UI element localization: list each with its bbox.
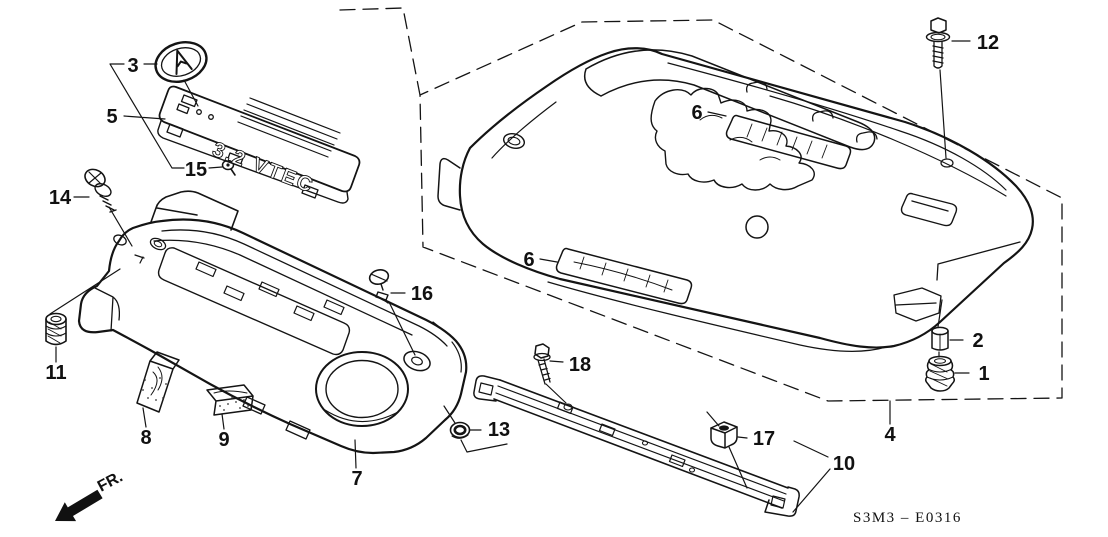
callout-labels: 1 2 3 4 5 6 6 7 8 9 10 11 12 13 14 15 16… (45, 32, 999, 490)
cover-left-flap (437, 157, 461, 211)
front-bracket (473, 375, 800, 517)
plate-ribs (237, 97, 341, 158)
cover-tray (157, 247, 351, 356)
vtec-cover-plate: 3.2 VTEC (157, 85, 361, 204)
cover-round-opening (315, 351, 409, 427)
bracket-right-end (764, 486, 800, 517)
bracket-left-end (473, 375, 501, 402)
callout-5: 5 (106, 106, 117, 128)
pad-texture (142, 377, 167, 401)
bracket-seats (556, 401, 686, 468)
callout-12: 12 (977, 32, 999, 54)
callout-2: 2 (972, 330, 983, 352)
callout-16: 16 (411, 283, 433, 305)
cover-top-flap (150, 190, 239, 231)
screw-boss (403, 350, 431, 372)
callout-7: 7 (351, 468, 362, 490)
callout-3: 3 (127, 55, 138, 77)
front-arrow-icon (55, 489, 103, 522)
fr-direction-arrow: FR. (55, 468, 126, 522)
callout-8: 8 (140, 427, 151, 449)
collar (931, 326, 949, 351)
cover-screw (368, 269, 390, 304)
callout-15: 15 (185, 159, 207, 181)
emblem-retainer-screw (221, 159, 236, 176)
grommet (449, 421, 471, 439)
insulator-pad-right (206, 384, 254, 416)
callout-17: 17 (753, 428, 775, 450)
callout-18: 18 (569, 354, 591, 376)
rubber-mount-left (45, 312, 67, 346)
pad-texture (219, 397, 249, 411)
bracket-bolt (533, 343, 551, 385)
diagram-code: S3M3 – E0316 (853, 510, 962, 526)
callout-14: 14 (49, 187, 72, 209)
clip-nut (710, 421, 738, 449)
plate-feet (166, 123, 319, 199)
rubber-mount-right (924, 355, 956, 392)
callout-9: 9 (218, 429, 229, 451)
cover-top-ridge (583, 49, 876, 151)
plate-screw (84, 168, 117, 213)
callout-13: 13 (488, 419, 510, 441)
emblem-mount-tabs (176, 94, 198, 115)
insulator-pad-left (136, 351, 180, 413)
tray-slots (195, 261, 345, 322)
callout-11: 11 (45, 362, 66, 384)
callout-4: 4 (884, 424, 896, 446)
cover-tabs (745, 81, 878, 143)
callout-10: 10 (833, 453, 855, 475)
engine-cover-lower (77, 190, 468, 455)
callout-1: 1 (978, 363, 989, 385)
emblem (154, 41, 208, 83)
callout-6-lower: 6 (523, 249, 534, 271)
cover-bolt (925, 17, 951, 69)
assembly-boundary (339, 7, 1063, 402)
engine-cover-main (437, 47, 1034, 352)
cover-slot (900, 192, 958, 227)
front-arrow-label: FR. (95, 468, 126, 495)
emblem-a-mark (175, 49, 193, 75)
engine-silhouette (650, 87, 815, 191)
cover-right-foot (893, 287, 942, 322)
cover-bottom-tabs (242, 396, 311, 440)
callout-6-upper: 6 (691, 102, 702, 124)
cushion-pad-upper (725, 114, 852, 170)
cushion-pad-lower (555, 247, 693, 305)
